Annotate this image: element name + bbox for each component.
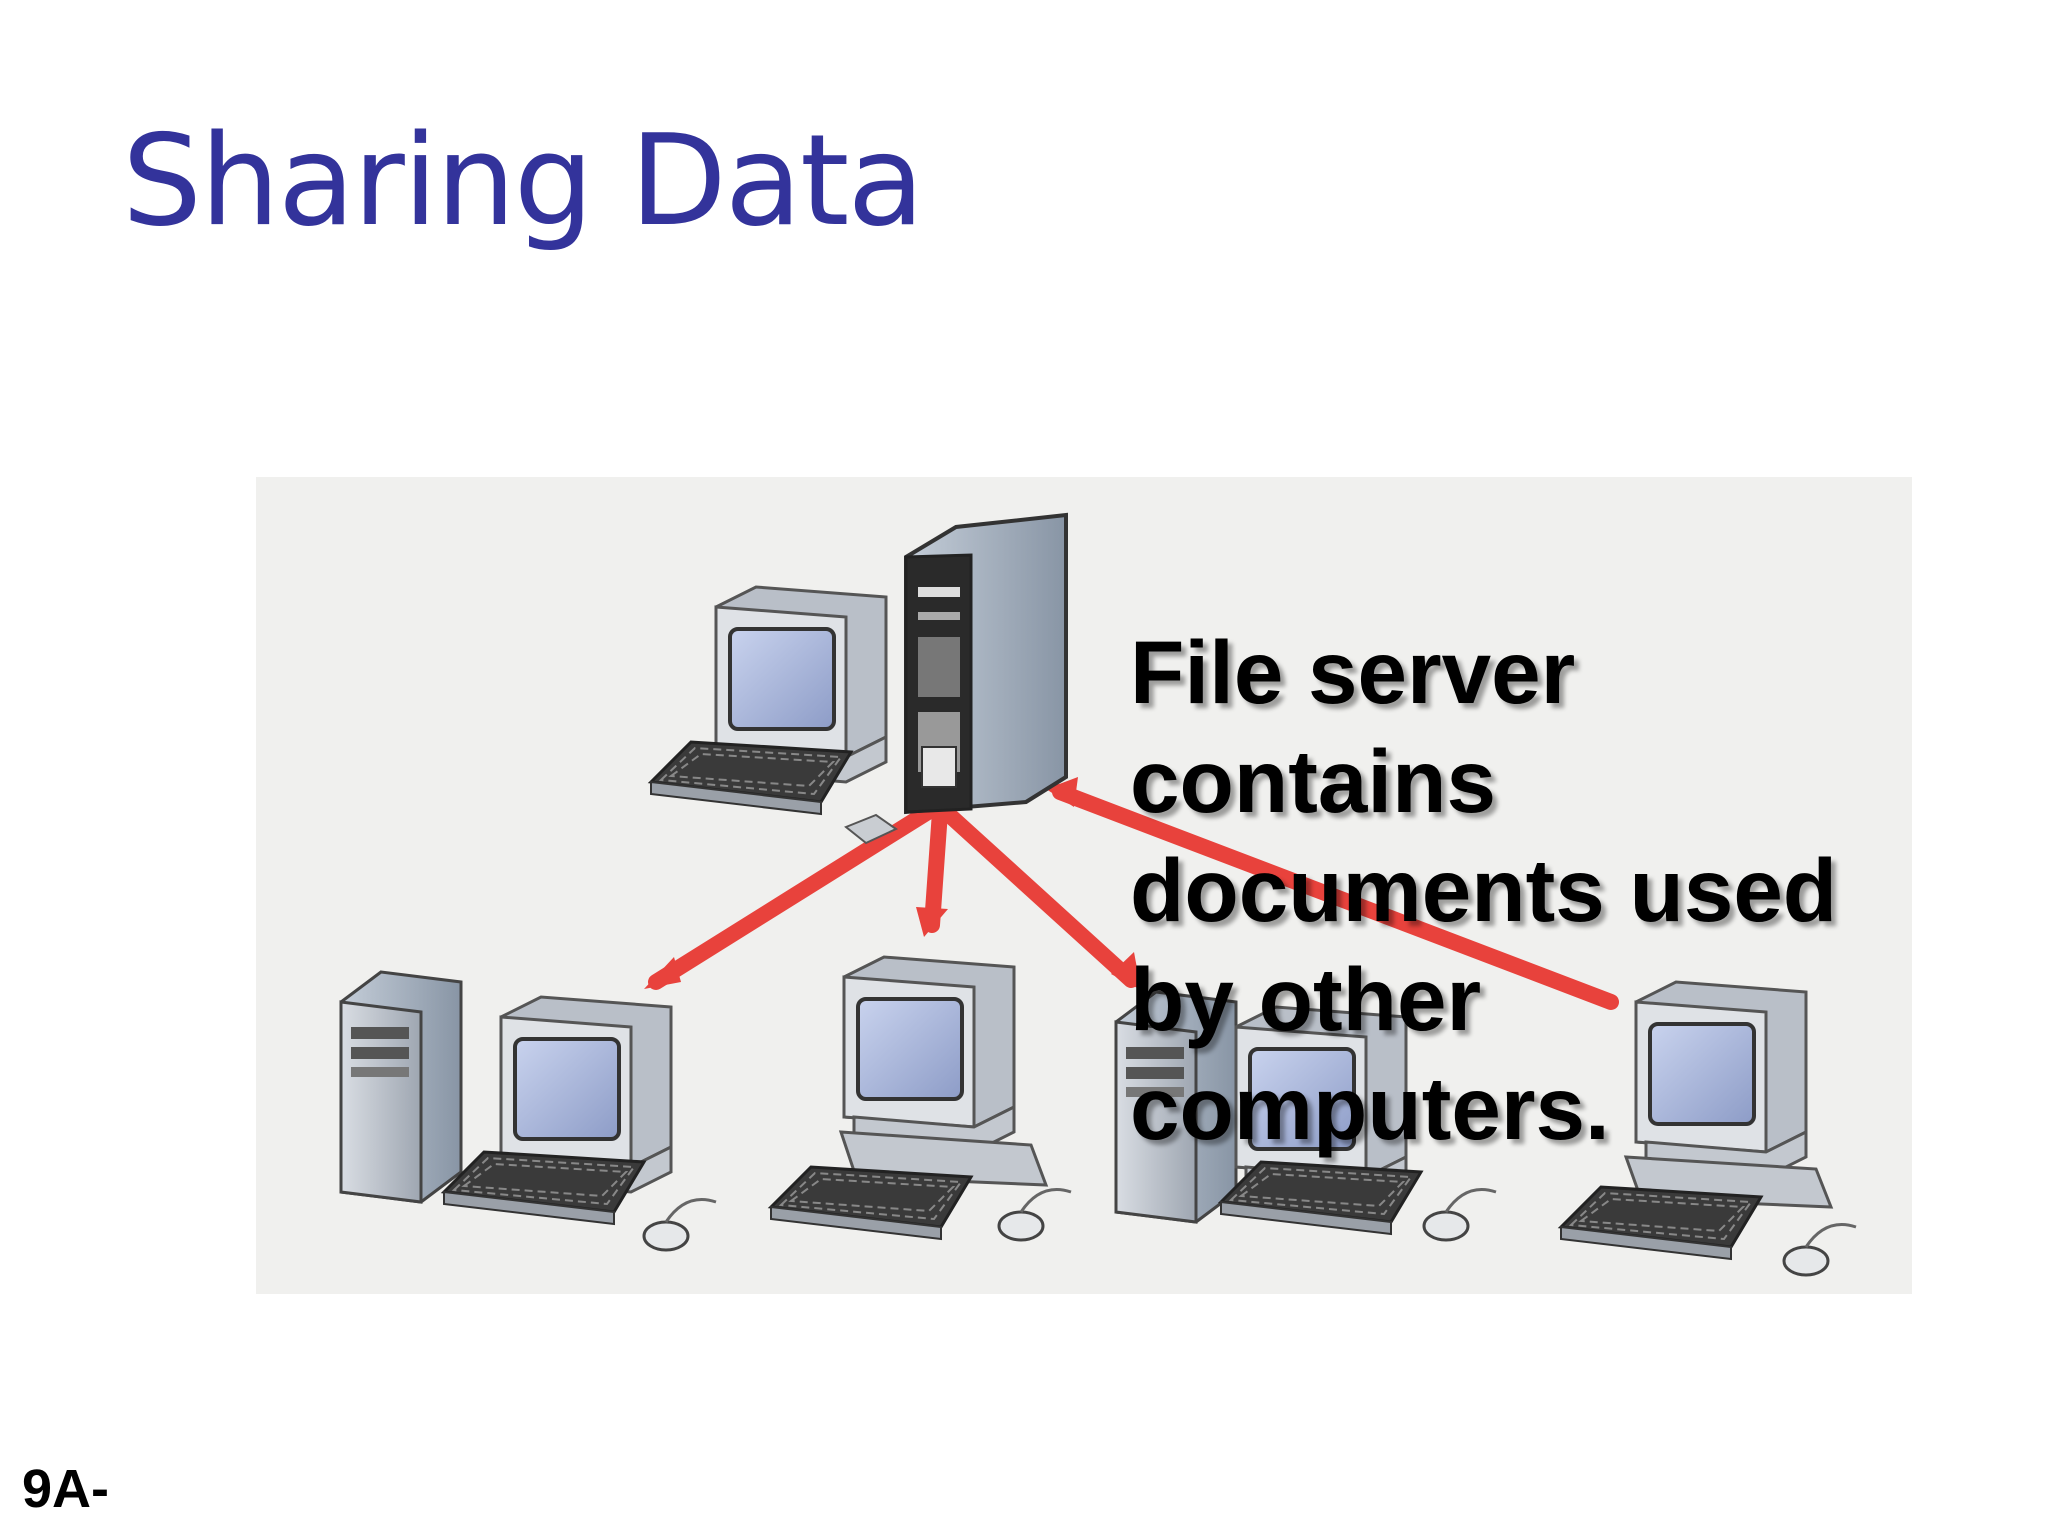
diagram-caption: File server contains documents used by o…	[1130, 622, 1838, 1158]
desktop-computer-icon	[1559, 980, 1858, 1277]
desktop-computer-icon	[769, 955, 1073, 1242]
desktop-computer-icon	[339, 970, 718, 1252]
file-server-icon	[649, 512, 1068, 845]
connection-arrowheads	[644, 777, 1141, 990]
slide-number: 9A-	[22, 1459, 110, 1519]
network-diagram-canvas	[339, 512, 1858, 1277]
connection-lines	[648, 784, 1619, 1010]
network-diagram	[256, 477, 1912, 1294]
slide-title: Sharing Data	[122, 107, 925, 254]
